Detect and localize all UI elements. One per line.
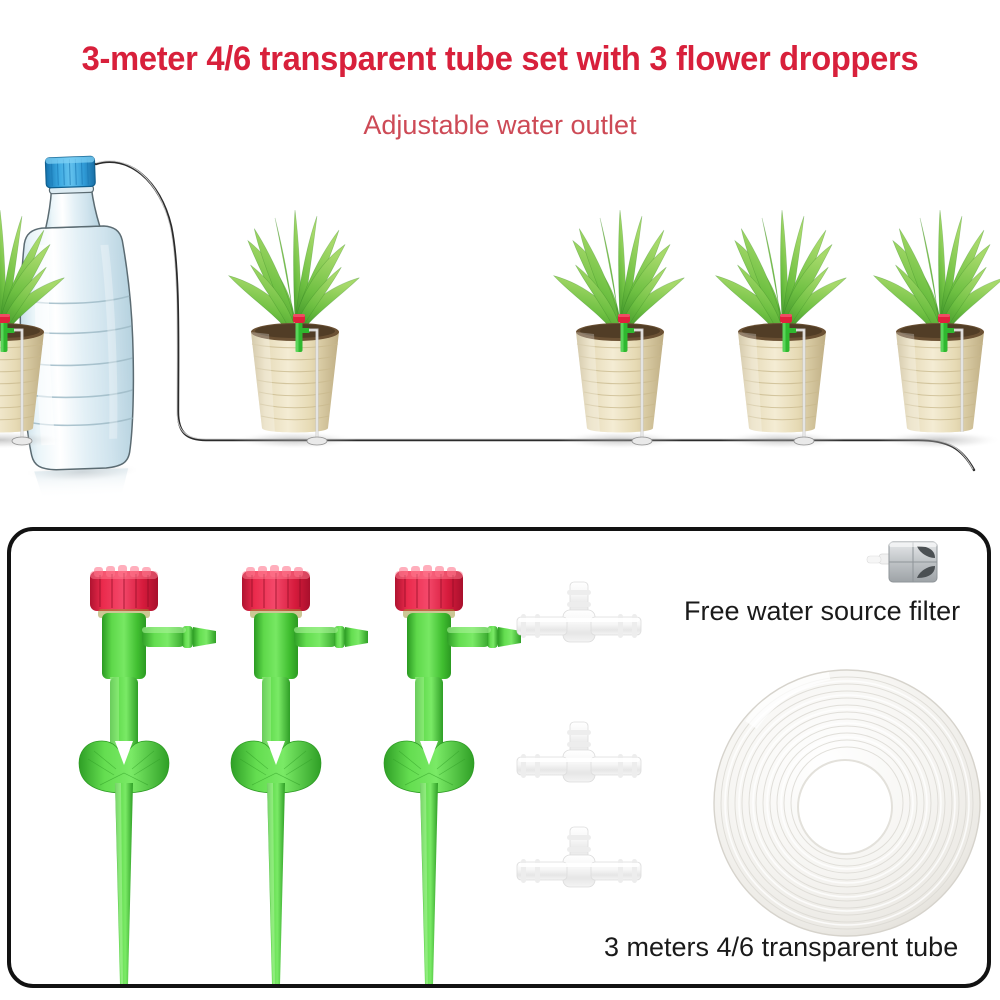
- contents-panel: [7, 527, 991, 988]
- t-connector: [516, 581, 642, 643]
- transparent-tube-coil: [713, 666, 981, 937]
- subtitle-adjustable-outlet: Adjustable water outlet: [363, 110, 637, 140]
- potted-plant: [226, 209, 362, 450]
- water-source-filter: [866, 541, 938, 583]
- t-connector: [516, 826, 642, 888]
- bottle-cap: [44, 155, 96, 189]
- flower-dropper: [230, 564, 369, 984]
- flower-dropper: [383, 564, 522, 984]
- irrigation-scene: [0, 140, 1000, 520]
- page-title: 3-meter 4/6 transparent tube set with 3 …: [81, 40, 919, 78]
- flower-dropper: [78, 564, 217, 984]
- tube-coil-label: 3 meters 4/6 transparent tube: [604, 932, 959, 962]
- potted-plant: [0, 209, 67, 450]
- potted-plant: [713, 209, 849, 450]
- t-connector: [516, 721, 642, 783]
- feed-tube: [94, 160, 976, 472]
- potted-plant: [871, 209, 1000, 450]
- filter-label: Free water source filter: [684, 596, 961, 626]
- potted-plant: [551, 209, 687, 450]
